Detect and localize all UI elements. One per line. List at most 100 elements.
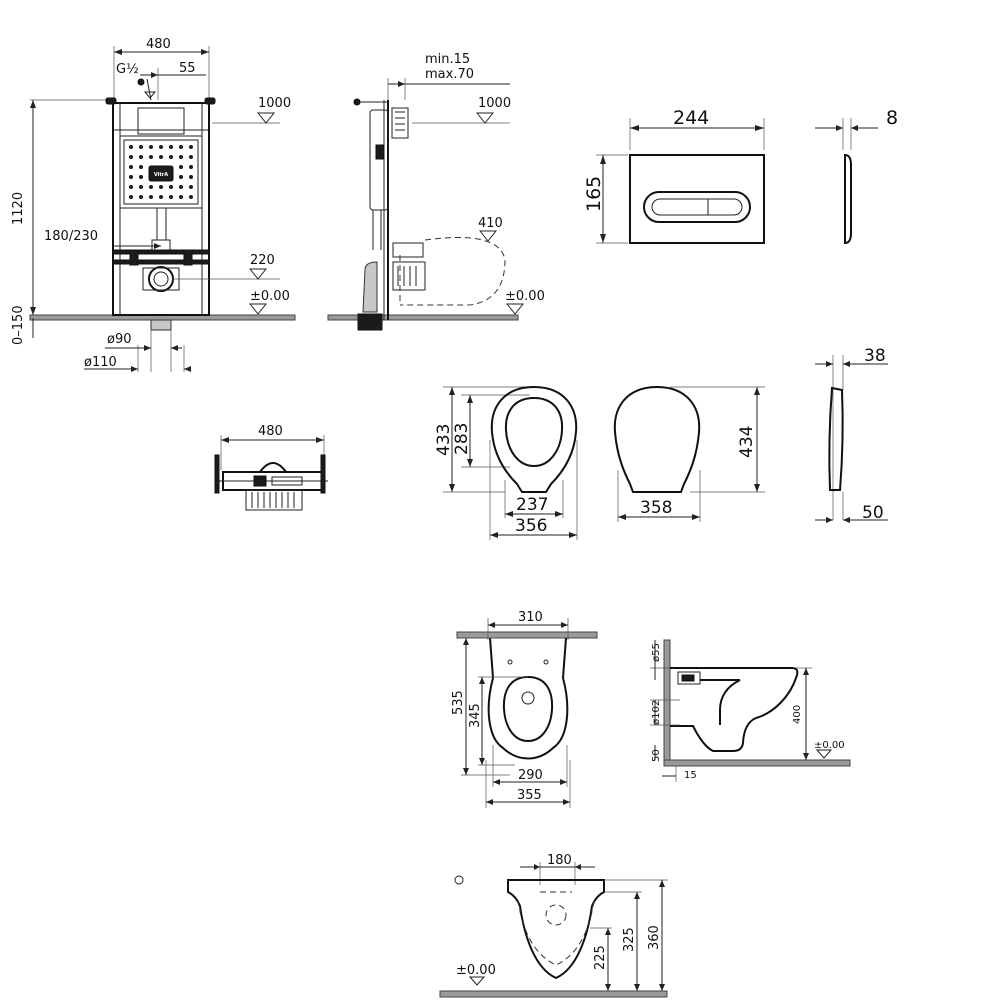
front-level-zero: ±0.00 (456, 963, 496, 978)
cistern-dot (189, 185, 193, 189)
vitra-logo: VitrA (148, 165, 174, 182)
floor-side-bowl (663, 759, 851, 767)
plate-side-profile (844, 153, 852, 245)
seat-side-view: 38 50 (815, 346, 888, 523)
bowl-front-outline (507, 879, 605, 980)
cistern-dot (169, 185, 173, 189)
dim-front-h3: 360 (647, 925, 662, 950)
bowl-rim-inner (502, 675, 554, 743)
cistern-dot (129, 185, 133, 189)
frame-structure (105, 97, 216, 316)
cistern-dot (129, 155, 133, 159)
cistern-dot (179, 195, 183, 199)
cistern-dot (149, 155, 153, 159)
dim-seat-inner-height: 283 (452, 423, 472, 455)
level-top: 1000 (258, 96, 291, 111)
bowl-top-view: 310 535 345 290 355 (451, 610, 598, 808)
seat-cover-view: 358 434 (613, 385, 765, 522)
frame-top-view: 480 (214, 424, 328, 511)
seat-opening (504, 396, 564, 468)
dim-wall-min: min.15 (425, 52, 470, 67)
dim-side-base: 50 (651, 749, 662, 762)
cistern-dot (189, 165, 193, 169)
dim-seat-inner-width: 237 (516, 495, 548, 515)
cistern-dot (179, 155, 183, 159)
frame-side-structure (353, 98, 426, 331)
dim-bowl-outer-width: 355 (517, 788, 542, 803)
cistern-dot (129, 145, 133, 149)
dim-inlet-offset: 55 (179, 61, 196, 76)
dim-cover-width: 358 (640, 498, 672, 518)
cistern-dot (159, 195, 163, 199)
cistern-dot (169, 155, 173, 159)
cistern-texture (129, 145, 193, 199)
cistern-dot (149, 195, 153, 199)
dim-side-wall: 15 (684, 770, 697, 781)
cistern-tank (119, 135, 203, 209)
side-level-top: 1000 (478, 96, 511, 111)
seat-top-view: 433 283 237 356 (434, 385, 578, 540)
dim-seat-side-bottom: 50 (862, 503, 884, 523)
cistern-dot (169, 195, 173, 199)
cistern-dot (129, 195, 133, 199)
cistern-dot (179, 165, 183, 169)
dim-side-dia-outlet: ø102 (651, 700, 662, 725)
cistern-dot (149, 185, 153, 189)
cistern-service-opening (137, 107, 185, 135)
bowl-side-profile (670, 667, 799, 752)
soil-pipe (150, 319, 172, 331)
dim-pipe-large: ø110 (84, 355, 117, 370)
side-level-zero: ±0.00 (505, 289, 545, 304)
cistern-dot (189, 155, 193, 159)
cistern-dot (139, 165, 143, 169)
flush-plate-side: 8 (815, 107, 898, 245)
seat-ring (490, 385, 578, 493)
cistern-dot (139, 195, 143, 199)
dim-plate-depth: 8 (886, 107, 898, 129)
dim-bowl-length: 535 (451, 690, 466, 715)
dim-bowl-inner-width: 290 (518, 768, 543, 783)
reference-marker (454, 875, 464, 885)
dim-wall-max: max.70 (425, 67, 474, 82)
dim-side-dia-top: ø55 (651, 643, 662, 662)
dim-front-h1: 225 (593, 945, 608, 970)
dim-pipe-small: ø90 (107, 332, 132, 347)
cistern-dot (139, 155, 143, 159)
dim-seat-outer-height: 433 (434, 424, 454, 456)
wall-slab (456, 631, 598, 639)
dim-front-h2: 325 (622, 927, 637, 952)
frame-front-view: 480 G½ 55 1120 0–150 (11, 37, 296, 372)
cistern-dot (179, 145, 183, 149)
cistern-dot (189, 175, 193, 179)
dim-height-adjust: 0–150 (11, 305, 26, 345)
inlet-valve-icon (137, 78, 157, 101)
dim-drain-spacing: 180/230 (44, 229, 98, 244)
dim-top-width: 480 (258, 424, 283, 439)
floor-front-bowl (439, 990, 668, 998)
cistern-dot (149, 145, 153, 149)
dim-side-height: 400 (792, 705, 803, 724)
cistern-dot (129, 165, 133, 169)
cistern-dot (189, 145, 193, 149)
seat-side-profile (828, 386, 844, 491)
dim-frame-height: 1120 (11, 192, 26, 225)
cistern-dot (129, 175, 133, 179)
bowl-side-view: ø55 ø102 50 15 400 ±0.00 (650, 639, 851, 782)
dim-frame-width: 480 (146, 37, 171, 52)
cistern-dot (159, 185, 163, 189)
cistern-dot (159, 155, 163, 159)
dim-bowl-inner-length: 345 (468, 703, 483, 728)
svg-text:VitrA: VitrA (154, 172, 168, 178)
cistern-dot (159, 145, 163, 149)
floor-slab-side (327, 314, 519, 321)
cistern-dot (179, 175, 183, 179)
cistern-dot (139, 185, 143, 189)
flush-plate-front: 244 165 (583, 107, 765, 244)
dim-seat-side-top: 38 (864, 346, 886, 366)
flush-plate (629, 154, 765, 244)
seat-cover (613, 385, 701, 493)
inlet-thread-label: G½ (116, 62, 139, 77)
dim-front-width: 180 (547, 853, 572, 868)
